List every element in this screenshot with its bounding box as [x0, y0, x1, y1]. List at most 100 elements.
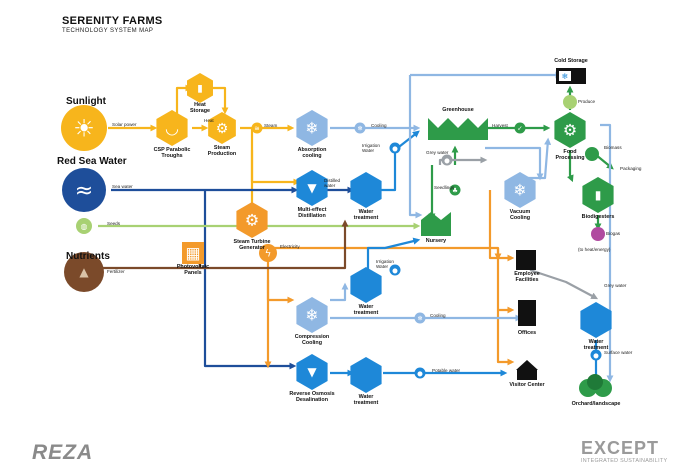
orchard-label: Orchard/landscape — [571, 401, 621, 407]
electricity-label: Electricity — [280, 244, 300, 249]
cold-storage-door — [559, 71, 571, 81]
employee-node — [516, 250, 536, 270]
gears-icon-2: ⚙ — [245, 211, 259, 230]
biodigesters-node — [582, 177, 614, 213]
cooling-badge-1 — [354, 122, 366, 134]
red-sea-water-node — [62, 168, 106, 212]
nodes: ☀≈▲▮◡⚙❄▼⚙▦ϟ◍❄❄⚙▮❄▼ — [61, 68, 614, 397]
absorption-node — [296, 110, 328, 146]
flow-to-employee — [488, 190, 515, 262]
steam-badge — [251, 122, 263, 134]
gears-icon-3: ⚙ — [563, 121, 577, 140]
flow-steam-to-med — [250, 128, 301, 186]
offices-node — [518, 300, 536, 326]
tank-icon: ▮ — [595, 188, 602, 202]
orchard-tree-3 — [587, 374, 603, 390]
cooling-1-label: Cooling — [371, 123, 387, 128]
surface-water-badge — [590, 349, 602, 361]
except-logo-tagline: INTEGRATED SUSTAINABILITY — [581, 458, 668, 464]
harvest-badge-glyph: ✓ — [517, 124, 522, 132]
flow-irrigation-water-2 — [366, 237, 421, 270]
biomass-badge-node — [585, 147, 599, 161]
nursery-label: Nursery — [425, 238, 447, 244]
battery-icon: ▮ — [197, 84, 203, 95]
water-treatment-1-node — [350, 172, 382, 208]
potable-water-label: Potable water — [432, 368, 461, 373]
biogas-node — [591, 227, 605, 241]
surface-water-badge-glyph: ● — [593, 351, 599, 359]
heat-label: Heat — [204, 118, 214, 123]
funnel-icon: ▼ — [307, 181, 317, 195]
visitor-roof — [516, 360, 538, 370]
vacuum-cooling-node — [504, 172, 536, 208]
nutrients-node — [64, 252, 104, 292]
offices-label: Offices — [517, 330, 537, 336]
source-red-sea-water-label: Red Sea Water — [57, 156, 127, 167]
irrigation-badge-1-glyph: ● — [392, 144, 398, 152]
compression-node — [296, 297, 328, 333]
flow-badges: ≋❄●✓♣●●❄●● — [251, 122, 602, 379]
surface-water-label: Surface water — [604, 350, 633, 355]
reverse-osmosis-node — [296, 354, 328, 390]
visitor-node — [517, 370, 537, 380]
snowflake-icon-3: ❄ — [562, 72, 569, 81]
waves-icon: ≈ — [75, 179, 93, 204]
greenhouse-node — [428, 118, 488, 140]
irrigation-badge-1 — [389, 142, 401, 154]
cooling-badge-2-glyph: ❄ — [417, 314, 422, 322]
flow-irrigation-water-1 — [380, 145, 399, 192]
steam-production-node — [208, 112, 236, 144]
seed-icon: ◍ — [81, 222, 88, 231]
seedlings-badge-glyph: ♣ — [452, 186, 458, 194]
solar-panel-icon: ▦ — [185, 244, 200, 263]
flow-vacuum-out — [520, 137, 552, 180]
page-title: SERENITY FARMS — [62, 15, 163, 27]
greenhouse-label: Greenhouse — [442, 107, 474, 113]
potable-water-badge — [414, 367, 426, 379]
grey-water-badge-glyph: ● — [444, 156, 450, 164]
sea-water-label: Sea water — [112, 184, 133, 189]
produce-badge-node — [563, 95, 577, 109]
produce-label: Produce — [578, 99, 596, 104]
solar-power-label: Solar power — [112, 122, 137, 127]
biomass-label: Biomass — [604, 145, 622, 150]
soil-icon: ▲ — [79, 265, 89, 279]
sun-icon: ☀ — [73, 114, 95, 142]
flow-sea-water-to-ro — [203, 190, 297, 370]
grey-water-badge — [441, 154, 453, 166]
seeds-badge-node — [76, 218, 92, 234]
flow-compression-to-treatment — [330, 282, 349, 302]
gears-icon: ⚙ — [216, 121, 229, 137]
food-processing-node — [554, 112, 586, 148]
flow-fertilizer — [98, 219, 349, 270]
trough-icon: ◡ — [165, 119, 179, 138]
flow-to-visitor — [496, 310, 515, 366]
water-treatment-2-node — [350, 267, 382, 303]
fertilizer-label: Fertilizer — [107, 269, 125, 274]
flow-lines — [98, 71, 614, 383]
steam-label: Steam — [264, 123, 278, 128]
visitor-label: Visitor Center — [509, 382, 545, 388]
water-treatment-3-node — [350, 357, 382, 393]
grey-water-2-label: Grey water — [604, 283, 627, 288]
flow-to-biodigester — [566, 150, 574, 183]
photovoltaic-node — [182, 242, 204, 264]
snowflake-icon-4: ❄ — [305, 306, 318, 325]
irrigation-badge-2-glyph: ● — [392, 266, 398, 274]
cooling-2-label: Cooling — [430, 313, 446, 318]
